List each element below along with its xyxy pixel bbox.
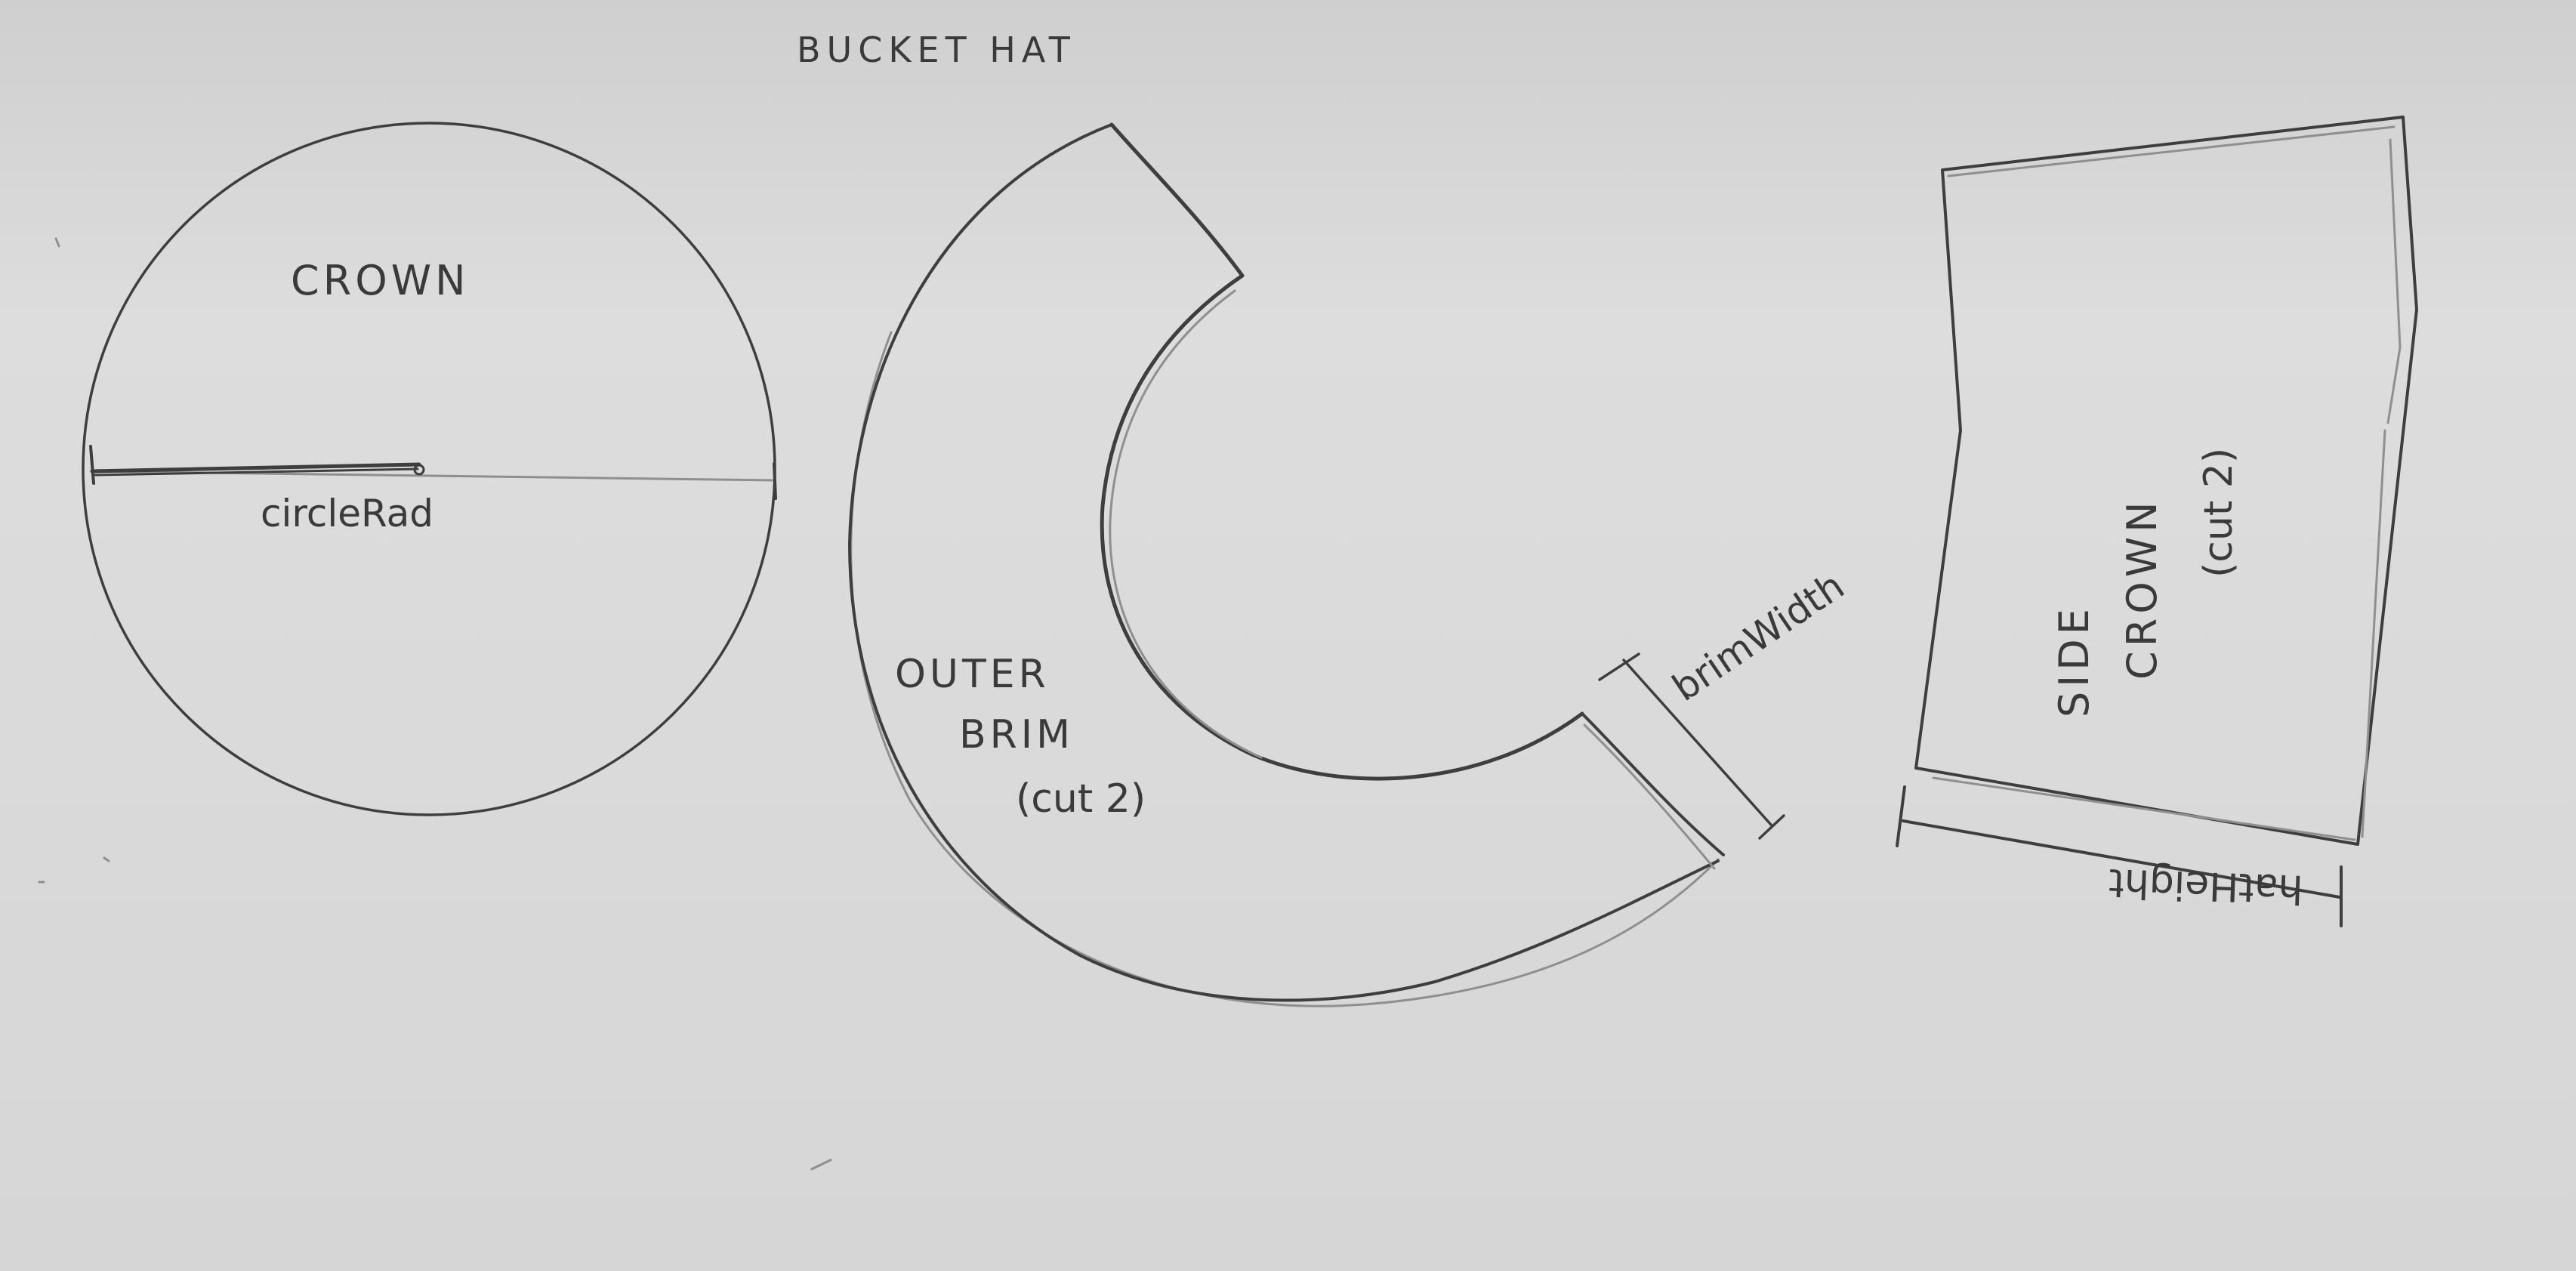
side-crown-label-line2: CROWN (2118, 497, 2166, 680)
brim-width-tick-top (1598, 652, 1640, 681)
outer-brim-inner-arc (1100, 273, 1584, 781)
hat-height-label: hatHeight (2108, 859, 2303, 912)
crown-radius-line-2 (94, 467, 419, 477)
outer-brim-inner-arc-guide (1109, 289, 1263, 759)
crown-left-tick (89, 445, 95, 485)
outer-brim-bottom-end-guide (1583, 723, 1716, 870)
page-title: BUCKET HAT (797, 29, 1076, 70)
hat-height-tick-left (1896, 785, 1906, 847)
outer-brim-bottom-end (1581, 712, 1725, 856)
crown-piece: CROWN circleRad (82, 122, 777, 816)
outer-brim-label-line1: OUTER (895, 652, 1050, 697)
side-crown-label-line1: SIDE (2050, 604, 2098, 717)
outer-brim-label-line3: (cut 2) (1016, 776, 1146, 822)
pencil-mark (54, 237, 60, 248)
hat-height-line (1902, 819, 2341, 899)
crown-label: CROWN (291, 257, 470, 304)
crown-radius-line (90, 462, 421, 474)
side-crown-outline (1914, 116, 2418, 846)
crown-center-dot (413, 464, 425, 476)
side-crown-piece: SIDE CROWN (cut 2) hatHeight (1896, 116, 2418, 927)
pencil-mark (103, 856, 110, 862)
outer-brim-piece: OUTER BRIM (cut 2) brimWidth (848, 122, 1852, 1007)
outer-brim-top-end (1109, 122, 1245, 278)
outer-brim-label-line2: BRIM (959, 712, 1074, 757)
brim-width-tick-bottom (1758, 814, 1785, 840)
side-crown-outline-guide (1932, 125, 2402, 841)
side-crown-label-line3: (cut 2) (2196, 448, 2241, 578)
outer-brim-outer-arc (848, 123, 1720, 1002)
pencil-mark (810, 1158, 832, 1171)
brim-width-line (1622, 659, 1772, 826)
crown-right-tick (773, 462, 777, 500)
crown-dimension-label: circleRad (261, 492, 433, 535)
